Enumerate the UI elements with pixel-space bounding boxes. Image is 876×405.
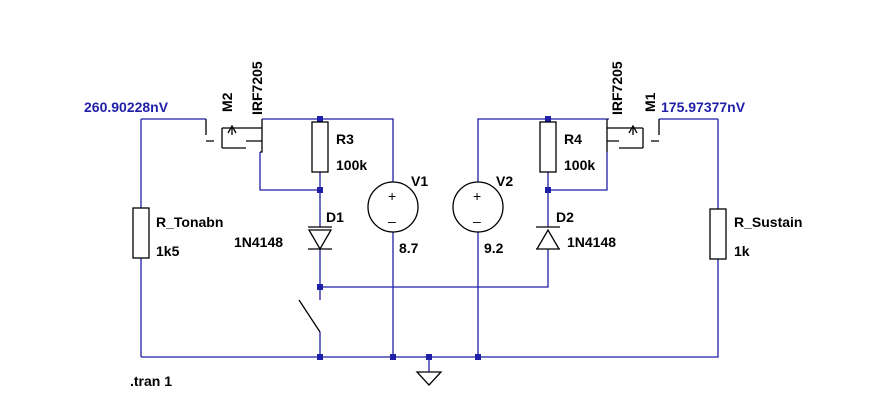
r4-ref: R4 — [564, 131, 582, 147]
diode-d2: D2 1N4148 — [535, 209, 616, 250]
junctions — [317, 116, 551, 360]
r3-ref: R3 — [336, 131, 354, 147]
v2-ref: V2 — [496, 173, 513, 189]
d1-ref: D1 — [326, 209, 344, 225]
junction-dot — [475, 354, 481, 360]
r3-value: 100k — [336, 157, 367, 173]
junction-dot — [426, 354, 432, 360]
voltage-source-v2: + – V2 9.2 — [452, 173, 513, 256]
v1-value: 8.7 — [399, 240, 419, 256]
junction-dot — [317, 354, 323, 360]
v1-ref: V1 — [411, 173, 428, 189]
v1-plus: + — [388, 188, 396, 204]
r-sustain-ref: R_Sustain — [734, 214, 802, 230]
r-sustain-value: 1k — [734, 243, 750, 259]
r-tonabn-ref: R_Tonabn — [156, 214, 223, 230]
mosfet-m2: M2 IRF7205 — [205, 61, 265, 153]
v2-plus: + — [473, 188, 481, 204]
diode-d1: D1 1N4148 — [234, 209, 344, 251]
resistor-r-sustain: R_Sustain 1k — [709, 208, 802, 260]
resistor-r-tonabn: R_Tonabn 1k5 — [132, 207, 223, 259]
m1-ref: M1 — [642, 92, 658, 112]
m2-part: IRF7205 — [249, 61, 265, 115]
resistor-r4: R4 100k — [539, 121, 595, 173]
switch-icon — [298, 299, 321, 333]
r-tonabn-value: 1k5 — [156, 243, 180, 259]
v2-value: 9.2 — [484, 240, 504, 256]
v2-minus: – — [473, 213, 481, 229]
junction-dot — [390, 354, 396, 360]
mosfet-m1: M1 IRF7205 — [606, 61, 660, 152]
junction-dot — [317, 284, 323, 290]
junction-dot — [545, 116, 551, 122]
junction-dot — [545, 187, 551, 193]
junction-dot — [317, 187, 323, 193]
wires — [140, 118, 719, 372]
r4-value: 100k — [564, 157, 595, 173]
probe-voltage-left: 260.90228nV — [84, 99, 169, 115]
voltage-source-v1: + – V1 8.7 — [367, 173, 428, 256]
ground-icon — [415, 371, 443, 386]
probe-voltage-right: 175.97377nV — [661, 99, 746, 115]
m2-ref: M2 — [219, 92, 235, 112]
d2-part: 1N4148 — [567, 234, 616, 250]
m1-part: IRF7205 — [609, 61, 625, 115]
junction-dot — [317, 116, 323, 122]
resistor-r3: R3 100k — [311, 121, 367, 173]
d2-ref: D2 — [556, 209, 574, 225]
spice-directive: .tran 1 — [130, 373, 172, 389]
v1-minus: – — [388, 213, 396, 229]
d1-part: 1N4148 — [234, 234, 283, 250]
